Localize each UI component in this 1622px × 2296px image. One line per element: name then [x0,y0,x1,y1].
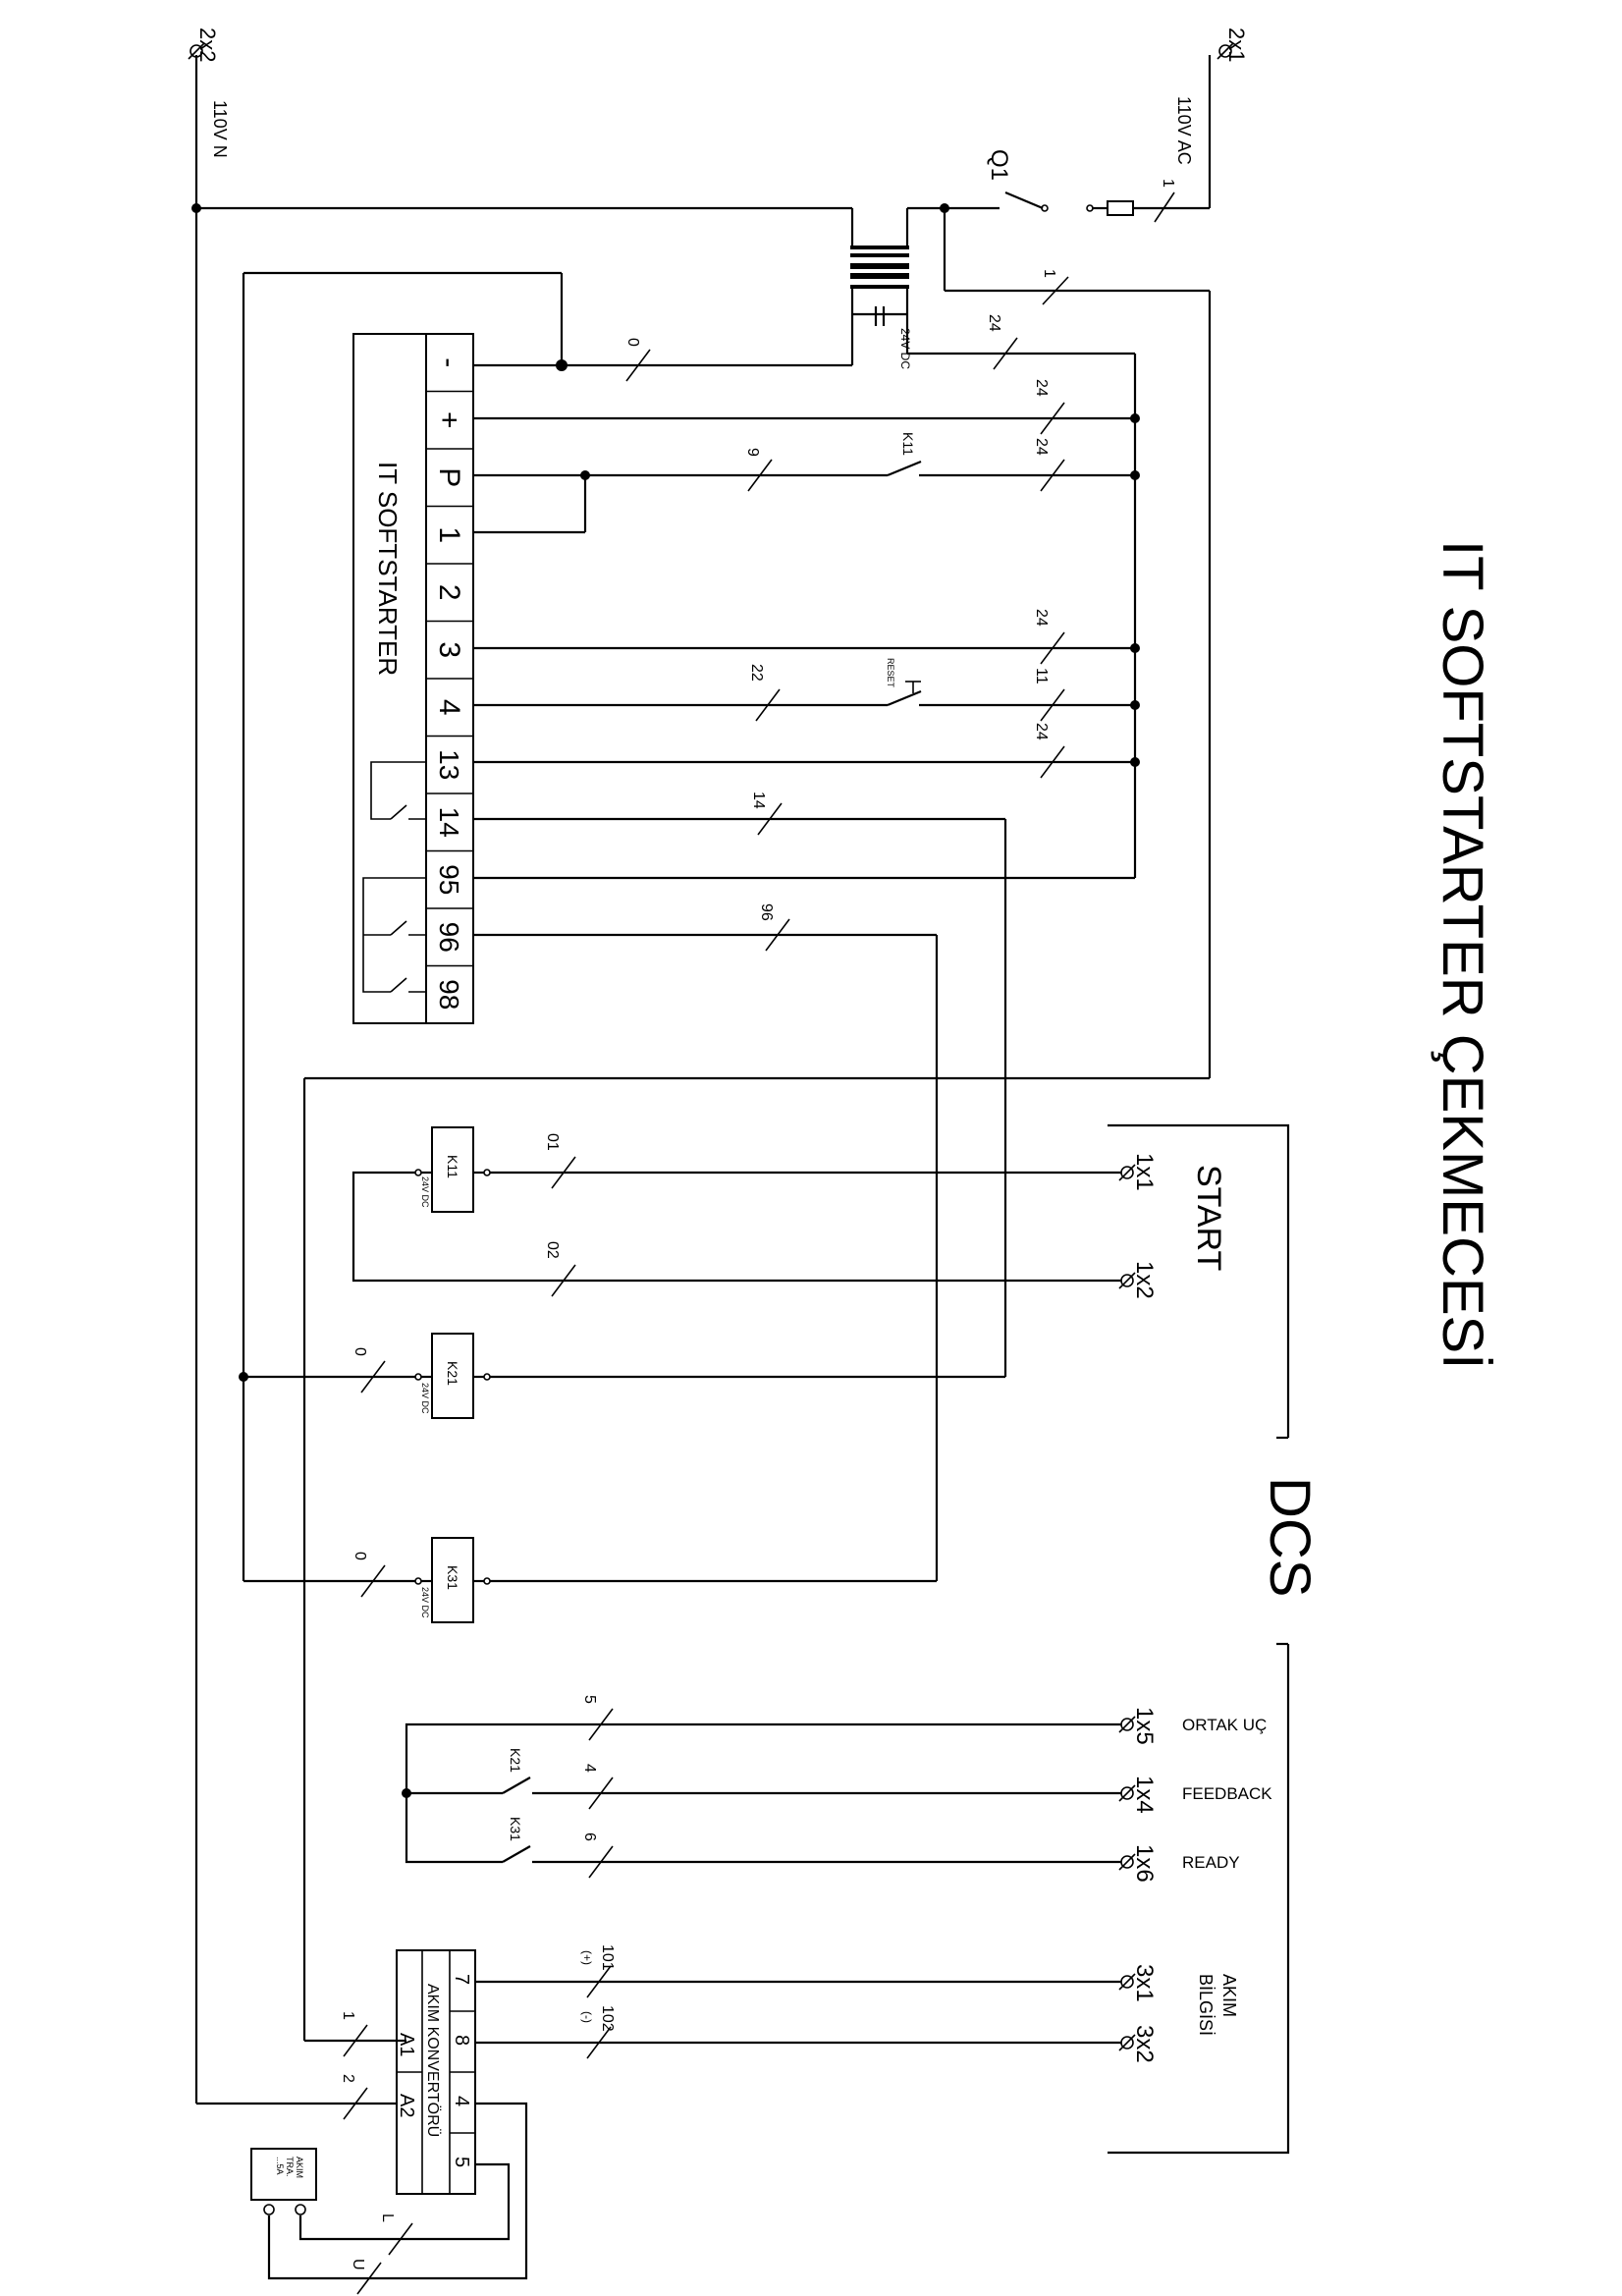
converter-name: AKIM KONVERTÖRÜ [424,1984,442,2137]
wire-label-14: 14 [750,792,767,809]
wire-label-11: 11 [1033,668,1050,684]
relay-k31-rating: 24V DC [420,1587,430,1618]
softstarter-terminal-plus: + [433,411,465,429]
wire-label-24-c: 24 [1033,438,1050,456]
supply-n-label: 110V N [210,100,230,158]
wire-label-2: 2 [340,2074,356,2083]
wire-label-6: 6 [581,1832,598,1841]
softstarter-terminal-minus: - [433,357,465,367]
relay-k11-name: K11 [445,1155,460,1178]
softstarter-terminal-13: 13 [434,749,464,780]
dcs-terminal-label-1x4: 1x4 [1131,1776,1158,1814]
wire-label-22: 22 [748,664,765,682]
dcs-label-akim: AKIM [1219,1974,1239,2017]
wire-label-24-b: 24 [1033,379,1050,397]
dcs-start-label: START [1190,1165,1227,1271]
terminal-label-2x1: 2x1 [1224,27,1249,62]
softstarter-terminal-14: 14 [434,807,464,838]
softstarter-terminal-96: 96 [434,922,464,953]
contact-k21 [502,1777,531,1794]
relay-k31-name: K31 [445,1565,460,1590]
fuse [1107,200,1134,216]
relay-k21-name: K21 [445,1361,460,1386]
wire-label-1-conv: 1 [340,2011,356,2020]
softstarter-terminal-3: 3 [433,641,465,658]
softstarter-name: IT SOFTSTARTER [373,462,403,676]
dcs-terminal-label-1x1: 1x1 [1131,1153,1158,1191]
contact-k21-label: K21 [508,1748,523,1773]
contact-k11-label: K11 [900,432,916,456]
softstarter-terminal-p: P [433,467,465,487]
dcs-terminal-label-3x2: 3x2 [1131,2025,1158,2063]
ct-label-2: TRA. [285,2157,295,2177]
wire-label-102: 102 [599,2005,616,2032]
transformer [850,208,909,365]
wire-label-0-k21: 0 [351,1347,368,1356]
ct-label-3: ...5A [275,2157,285,2175]
wire-label-0: 0 [624,338,641,347]
dcs-label-bilgisi: BİLGİSİ [1196,1974,1216,2036]
supply-l-label: 110V AC [1174,96,1194,165]
converter-terminal-a2: A2 [396,2094,417,2117]
reset-button [887,681,922,707]
wire-label-L: L [379,2214,396,2222]
wire-label-4: 4 [581,1764,598,1773]
dcs-bracket [1108,1123,1290,1438]
contact-k31 [502,1845,531,1863]
wire-label-24-a: 24 [986,314,1002,332]
dcs-terminal-label-1x5: 1x5 [1131,1707,1158,1745]
transformer-output-label: 24V DC [898,328,912,369]
softstarter-terminal-1: 1 [433,526,465,543]
dcs-terminal-label-1x2: 1x2 [1131,1261,1158,1299]
dcs-label-feedback: FEEDBACK [1182,1784,1272,1803]
converter-terminal-8: 8 [451,2035,472,2046]
softstarter-terminal-4: 4 [433,699,465,716]
wire-label-02: 02 [544,1241,561,1259]
converter-terminal-a1: A1 [396,2033,417,2056]
wire-label-101: 101 [599,1944,616,1971]
wire-label-5: 5 [581,1695,598,1704]
softstarter-terminal-98: 98 [434,979,464,1010]
converter-terminal-4: 4 [451,2096,472,2106]
relay-k11-rating: 24V DC [420,1176,430,1208]
dcs-terminal-label-1x6: 1x6 [1131,1844,1158,1883]
contact-k11 [887,460,922,477]
softstarter-contact-13-14 [370,761,426,820]
breaker-label: Q1 [986,149,1012,181]
terminal-label-2x2: 2x2 [195,27,220,62]
wire-label-1-b: 1 [1041,269,1057,278]
wire-label-9: 9 [744,448,761,457]
breaker-q1 [1004,191,1044,210]
reset-label: RESET [886,658,895,688]
relay-k21-rating: 24V DC [420,1383,430,1414]
relay-k11 [431,1126,474,1213]
dcs-label-ortak: ORTAK UÇ [1182,1716,1267,1734]
wire-label-96: 96 [758,903,775,921]
ct-label-1: AKIM [295,2157,304,2178]
wire-label-01: 01 [544,1133,561,1151]
dcs-label: DCS [1258,1477,1322,1597]
wire-label-24-d: 24 [1033,609,1050,627]
wire-label-24-e: 24 [1033,723,1050,740]
wire-label-U: U [350,2259,366,2270]
wire-label-0-k31: 0 [351,1552,368,1560]
softstarter-terminal-95: 95 [434,864,464,895]
converter-terminal-7: 7 [451,1974,472,1985]
softstarter-contact-95-96-98 [362,877,426,993]
terminal-2x1 [1216,42,1234,60]
page-title: IT SOFTSTARTER ÇEKMECESİ [1431,540,1494,1369]
converter-terminal-5: 5 [451,2157,472,2167]
current-transformer [250,2148,317,2201]
wire-label-minus: (-) [580,2011,594,2023]
softstarter-terminal-2: 2 [433,584,465,601]
dcs-terminal-label-3x1: 3x1 [1131,1964,1158,2002]
wire-label-plus: (+) [580,1950,594,1965]
dcs-label-ready: READY [1182,1853,1240,1872]
contact-k31-label: K31 [508,1817,523,1841]
wire-label-1-top: 1 [1160,179,1176,188]
